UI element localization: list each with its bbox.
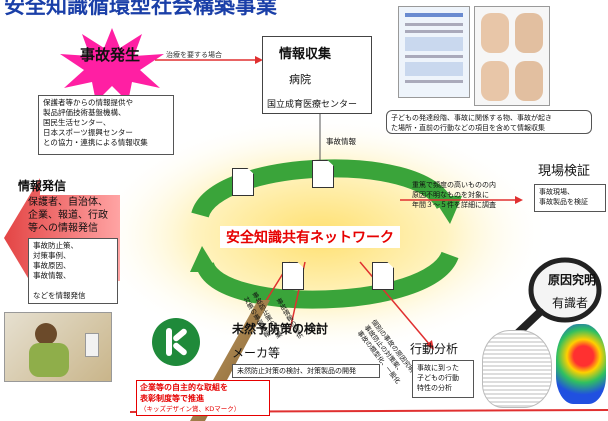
dissemination-box: 事故防止策、 対策事例、 事故原因、 事故情報、 などを情報発信 [28,238,118,304]
dissemination-text: 保護者、自治体、 企業、報道、行政 等への情報発信 [28,196,108,235]
cooperation-box: 保護者等からの情報提供や 製品評価技術基盤機構、 国民生活センター、 日本スポー… [38,95,174,155]
field-box-line: 事故現場、 [539,188,574,196]
serious-note-line: 原因不明なものを対象に [412,191,489,199]
coop-line: 国民生活センター、 [43,118,111,127]
bottom-red-line: 企業等の自主的な取組を [140,383,228,392]
magnifier-lens [528,257,602,323]
serious-note-line: 重篤で頻度の高いものの内 [412,181,496,189]
head-wireframe-image [482,330,552,408]
page-title: 安全知識循環型社会構築事業 [4,0,277,18]
field-box-line: 事故製品を検証 [539,198,588,206]
document-icon [312,160,334,188]
child-photo [4,312,112,382]
prevention-sub: メーカ等 [232,346,281,360]
accident-label: 事故発生 [80,46,141,64]
bottom-red-box: 企業等の自主的な取組を 表彰制度等で推進 （キッズデザイン賞、KDマーク） [136,380,270,416]
accident-burst-icon [60,28,164,102]
document-icon [372,262,394,290]
kd-logo [152,318,200,366]
form-document-thumbnail [398,6,470,98]
behavior-box-line: 特性の分析 [417,384,452,392]
doc-caption-line: た場所・直前の行動などの項目を含めて情報収集 [391,124,545,132]
bottom-red-line: 表彰制度等で推進 [140,394,204,403]
coop-line: 製品評価技術基盤機構、 [43,108,126,117]
doc-caption-line: 子どもの発達段階、事故に関係する物、事故が起き [391,114,552,122]
behavior-box-line: 子どもの行動 [417,374,459,382]
hospital-label: 病院 [289,73,311,86]
dissemination-text-line: 保護者、自治体、 [28,197,108,208]
coop-line: 保護者等からの情報提供や [43,98,133,107]
bottom-red-line: （キッズデザイン賞、KDマーク） [140,405,241,413]
dissemination-box-line: 事故防止策、 [33,241,78,250]
cause-sub: 有識者 [552,296,589,310]
field-title: 現場検証 [538,164,591,179]
network-label: 安全知識共有ネットワーク [220,226,400,248]
document-icon [282,262,304,290]
prevention-title: 未然予防策の検討 [232,322,329,336]
dissemination-box-line: などを情報発信 [33,291,86,300]
network-loop-bottom [196,250,459,309]
accident-info-label: 事故情報 [326,137,356,146]
behavior-title: 行動分析 [410,342,459,356]
behavior-box-line: 事故に到った [417,364,459,372]
head-heatmap-image [556,324,606,404]
center-label: 国立成育医療センター [267,100,358,110]
coop-line: 日本スポーツ振興センター [43,128,133,137]
dissemination-title: 情報発信 [18,179,67,193]
arrow-note: 治療を要する場合 [166,51,222,59]
document-icon [232,168,254,196]
dissemination-box-line: 事故情報、 [33,271,71,280]
info-collect-title: 情報収集 [279,47,332,62]
dissemination-text-line: 企業、報道、行政 [28,210,108,221]
dissemination-box-line: 事故原因、 [33,261,71,270]
serious-note: 重篤で頻度の高いものの内 原因不明なものを対象に 年間３～５件を詳細に調査 [412,180,496,210]
dissemination-text-line: 等への情報発信 [28,223,98,234]
body-photos-thumbnail [474,6,550,106]
serious-note-line: 年間３～５件を詳細に調査 [412,201,496,209]
info-collect-box: 情報収集 病院 国立成育医療センター [262,36,372,114]
behavior-box: 事故に到った 子どもの行動 特性の分析 [412,360,474,398]
coop-line: との協力・連携による情報収集 [43,138,148,147]
cause-title: 原因究明 [548,273,597,287]
field-box: 事故現場、 事故製品を検証 [534,184,606,212]
prevention-box: 未然防止対策の検討、対策製品の開発 [232,364,380,378]
doc-caption: 子どもの発達段階、事故に関係する物、事故が起き た場所・直前の行動などの項目を含… [386,110,592,134]
dissemination-box-line: 対策事例、 [33,251,71,260]
